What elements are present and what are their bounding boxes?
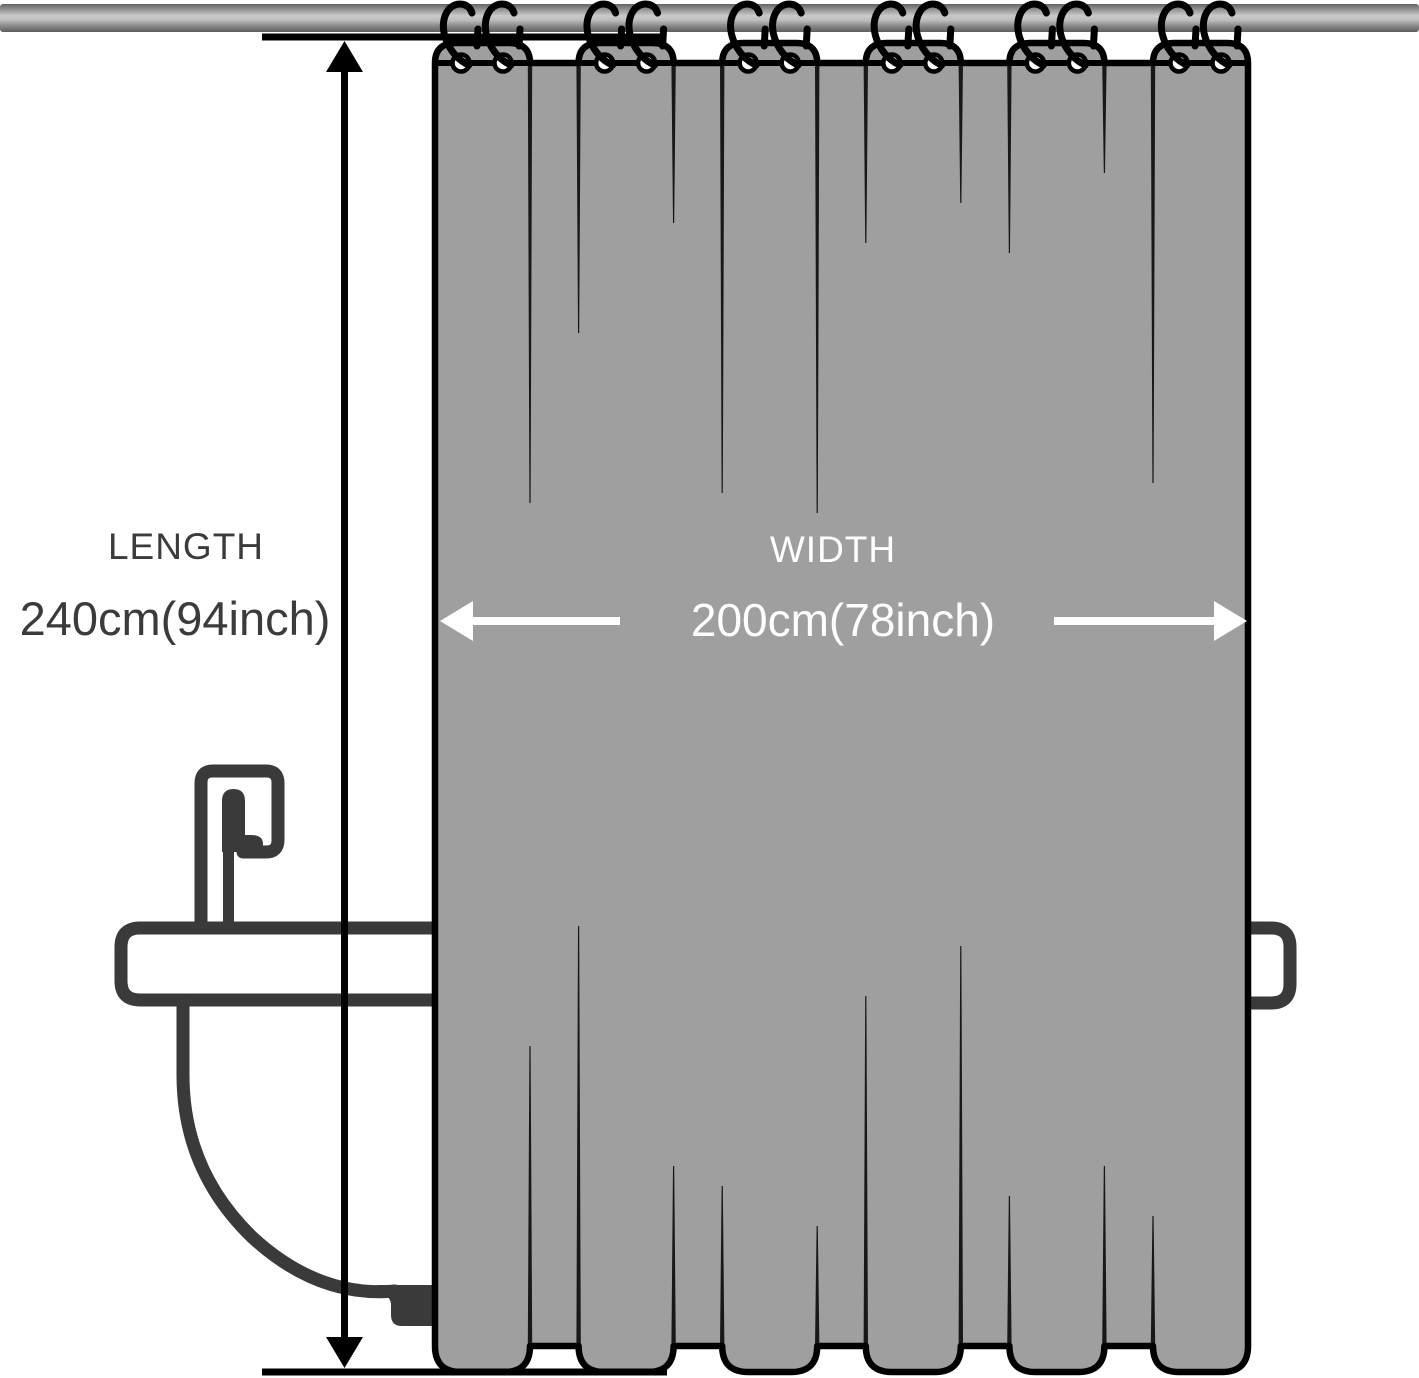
curtain bbox=[431, 0, 1252, 1376]
curtain-hook-tail bbox=[802, 25, 811, 50]
length-dimension bbox=[262, 33, 667, 1376]
curtain-hook-tail bbox=[904, 25, 913, 50]
curtain-hook-tail bbox=[1233, 25, 1242, 50]
curtain-hook-icon bbox=[870, 0, 907, 69]
sink-base bbox=[377, 1285, 437, 1326]
curtain-hook-icon bbox=[482, 0, 518, 69]
curtain-hook-icon bbox=[1200, 0, 1236, 69]
curtain-hook-tail bbox=[760, 25, 769, 50]
sink-bowl-curve bbox=[176, 993, 402, 1299]
width-arrow-right-shaft bbox=[1054, 617, 1214, 625]
length-arrowhead-down bbox=[326, 1337, 363, 1368]
width-arrow-left-shaft bbox=[471, 617, 620, 625]
width-arrow-right-head bbox=[1214, 601, 1247, 641]
curtain-hook-icon bbox=[1056, 0, 1092, 69]
width-label: WIDTH bbox=[769, 529, 897, 570]
sink-rim-left bbox=[114, 921, 444, 1007]
curtain-body bbox=[431, 39, 1252, 1376]
curtain-hook-icon bbox=[912, 0, 949, 69]
length-arrowhead-up bbox=[326, 41, 363, 72]
curtain-hook-icon bbox=[625, 0, 662, 69]
curtain-hook-icon bbox=[440, 0, 476, 69]
curtain-hook-tail bbox=[946, 25, 955, 50]
curtain-hook-icon bbox=[583, 0, 620, 69]
curtain-hook-icon bbox=[1014, 0, 1050, 69]
curtain-fold-lines bbox=[527, 63, 1156, 1346]
curtain-hook-icon bbox=[727, 0, 763, 69]
faucet-spout bbox=[222, 789, 263, 852]
curtain-hook-tail bbox=[1047, 25, 1056, 50]
curtain-hook-icon bbox=[769, 0, 805, 69]
length-tick-bottom bbox=[262, 1368, 667, 1376]
faucet-outline bbox=[194, 764, 285, 932]
length-tick-top bbox=[262, 33, 665, 41]
curtain-hook-tail bbox=[1089, 25, 1098, 50]
width-value: 200cm(78inch) bbox=[690, 594, 996, 646]
length-label: LENGTH bbox=[107, 526, 265, 567]
sink-rim-right bbox=[1239, 921, 1297, 1010]
curtain-hook-icon bbox=[1158, 0, 1194, 69]
length-line bbox=[341, 58, 348, 1350]
length-value: 240cm(94inch) bbox=[19, 592, 331, 645]
curtain-hook-tail bbox=[1191, 25, 1200, 50]
width-arrows bbox=[440, 601, 1247, 641]
width-arrow-left-head bbox=[440, 601, 473, 641]
